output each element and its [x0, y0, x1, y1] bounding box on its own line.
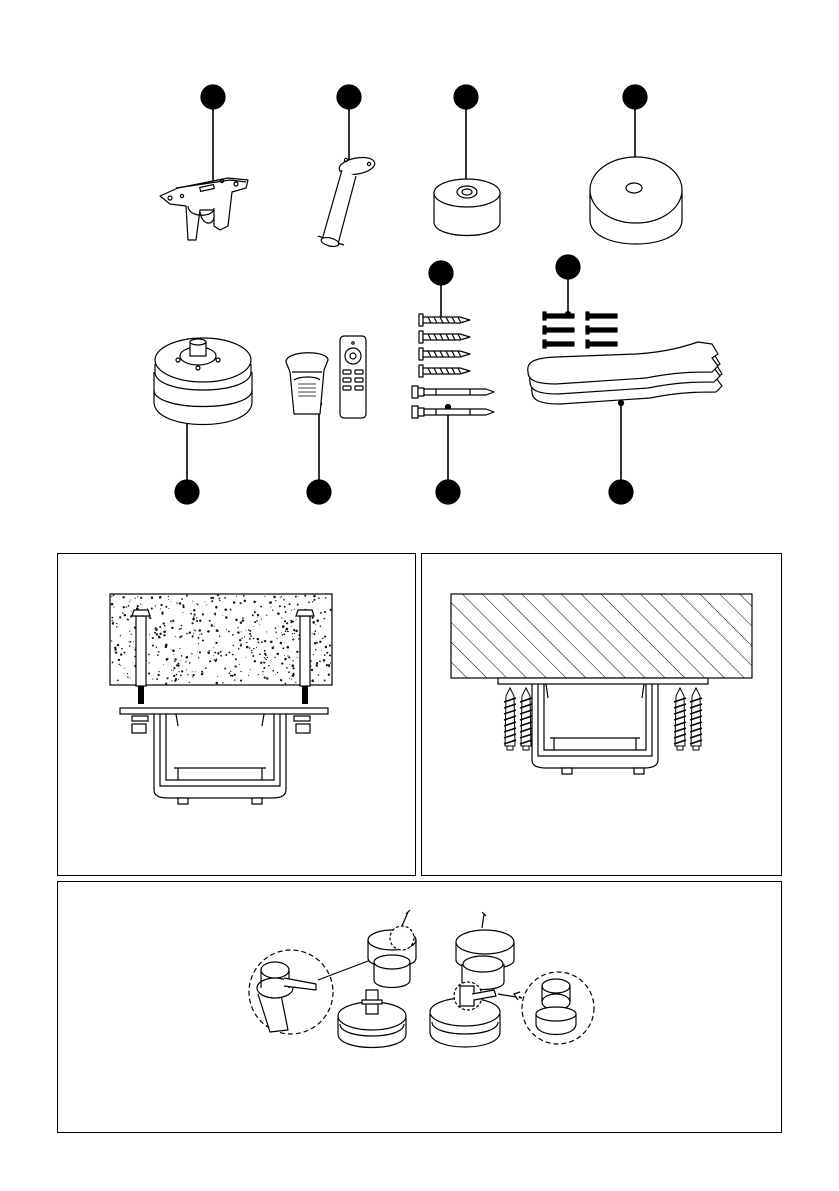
part-fan-blades — [528, 342, 722, 504]
remote-icon — [286, 336, 366, 418]
motor-icon — [154, 338, 252, 425]
panel-concrete-ceiling-mounting — [57, 553, 416, 876]
small-cup-icon — [434, 179, 500, 236]
parts-overview — [0, 0, 839, 545]
part-top-cover — [434, 85, 500, 236]
part-callout-8 — [436, 480, 460, 504]
part-callout-5 — [175, 480, 199, 504]
part-downrod — [318, 85, 376, 248]
part-callout-4 — [623, 85, 647, 109]
part-motor-housing — [154, 338, 252, 504]
part-receiver-and-remote — [286, 336, 366, 504]
part-callout-6 — [307, 480, 331, 504]
part-callout-2 — [337, 85, 361, 109]
part-callout-10 — [609, 480, 633, 504]
screw-icon — [419, 314, 470, 377]
downrod-icon — [318, 155, 376, 248]
bracket-icon — [160, 178, 248, 240]
wood-ceiling-icon — [422, 554, 783, 877]
panel-wood-ceiling-mounting — [421, 553, 782, 876]
part-mounting-bracket — [160, 85, 248, 240]
part-expansion-bolts — [412, 386, 494, 504]
anchor-bolt-icon — [412, 386, 494, 418]
concrete-ceiling-icon — [58, 554, 417, 877]
bolt-icon — [543, 312, 617, 348]
canopy-icon — [590, 157, 682, 244]
part-callout-3 — [454, 85, 478, 109]
part-callout-7 — [429, 261, 453, 285]
part-blade-screws — [543, 255, 617, 348]
part-wood-screws — [419, 261, 470, 377]
assembly-detail-icon — [58, 882, 783, 1134]
blade-icon — [528, 342, 722, 404]
part-canopy — [590, 85, 682, 244]
part-callout-9 — [556, 255, 580, 279]
part-callout-1 — [201, 85, 225, 109]
panel-motor-assembly-detail — [57, 881, 782, 1133]
